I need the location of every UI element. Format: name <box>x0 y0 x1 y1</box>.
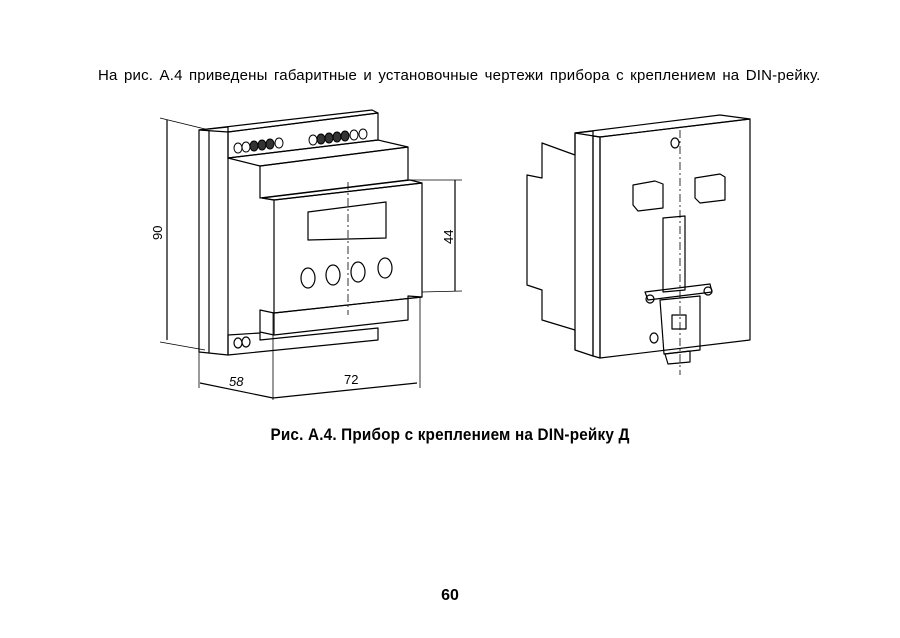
dimension-58: 58 <box>229 374 244 389</box>
device-rear-drawing <box>526 114 751 375</box>
body-paragraph: На рис. А.4 приведены габаритные и устан… <box>98 67 821 84</box>
page-number: 60 <box>441 587 459 604</box>
dimension-90: 90 <box>150 226 165 240</box>
figure-caption: Рис. А.4. Прибор с креплением на DIN-рей… <box>270 425 630 444</box>
dimension-44: 44 <box>441 230 456 244</box>
dimension-72: 72 <box>344 372 358 387</box>
device-front-drawing: 90 <box>150 109 463 400</box>
